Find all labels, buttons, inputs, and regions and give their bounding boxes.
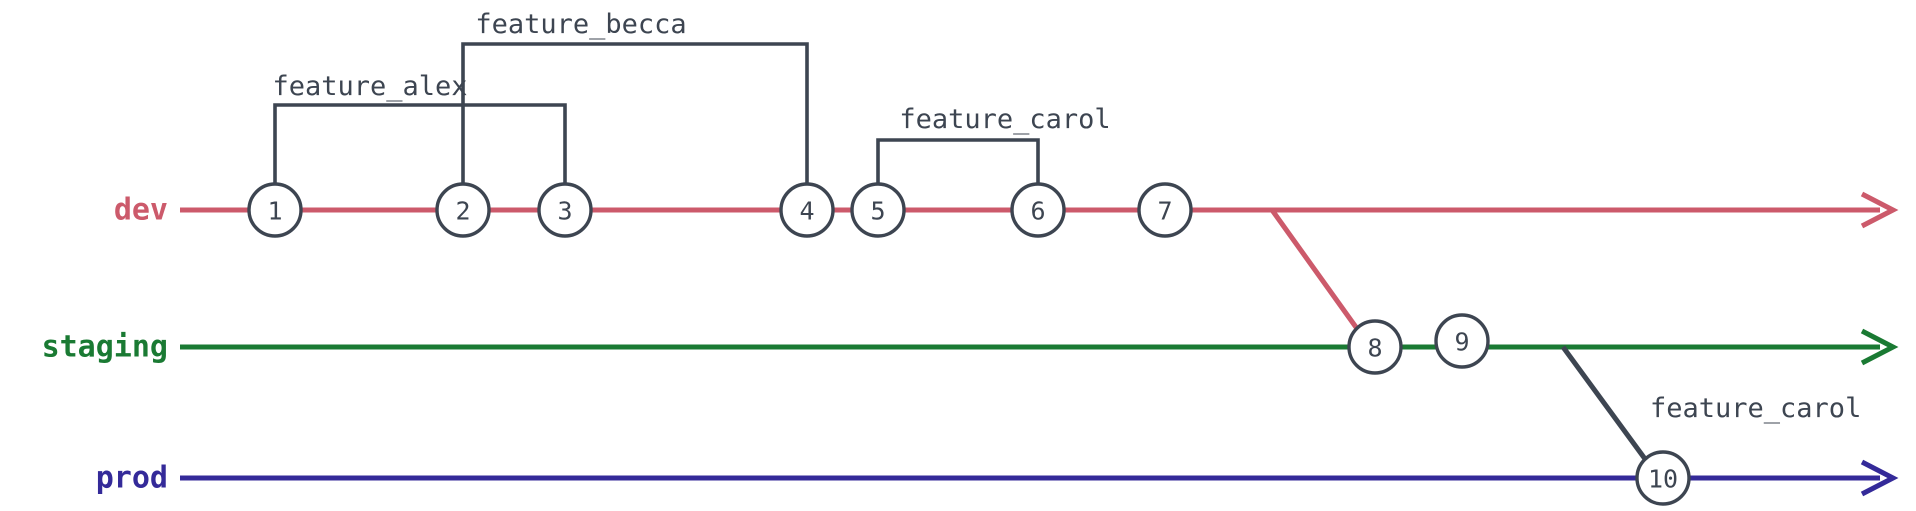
- commit-circle-8[interactable]: [1347, 319, 1403, 375]
- commit-circle-10[interactable]: [1635, 450, 1691, 506]
- commit-circle-6[interactable]: [1010, 182, 1066, 238]
- commit-node[interactable]: 1: [247, 182, 303, 238]
- commit-nodes-prod: 10: [1635, 450, 1691, 506]
- commit-node[interactable]: 10: [1635, 450, 1691, 506]
- commit-label-3: 3: [557, 197, 572, 226]
- commit-circle-4[interactable]: [779, 182, 835, 238]
- branch-labels-group: dev staging prod: [42, 193, 168, 496]
- commit-nodes-dev: 1 2 3 4 5 6 7: [247, 182, 1193, 238]
- commit-circle-2[interactable]: [435, 182, 491, 238]
- branch-label-dev: dev: [114, 193, 168, 228]
- merge-lines-group: [1269, 208, 1651, 465]
- feature-label-alex: feature_alex: [272, 71, 467, 102]
- commit-node[interactable]: 9: [1434, 313, 1490, 369]
- merge-line-staging-to-prod: [1560, 345, 1651, 465]
- branch-arrow-prod: [1860, 459, 1899, 497]
- commit-label-10: 10: [1648, 465, 1678, 494]
- branch-arrow-staging: [1860, 328, 1899, 366]
- commit-label-4: 4: [799, 197, 814, 226]
- commit-label-6: 6: [1030, 197, 1045, 226]
- branch-label-prod: prod: [96, 461, 168, 496]
- commit-label-9: 9: [1454, 328, 1469, 357]
- commit-label-5: 5: [870, 197, 885, 226]
- merge-line-dev-to-staging: [1269, 208, 1361, 332]
- commit-nodes-staging: 8 9: [1347, 313, 1490, 375]
- commit-node[interactable]: 5: [850, 182, 906, 238]
- feature-brackets-group: [273, 42, 1040, 190]
- commit-circle-9[interactable]: [1434, 313, 1490, 369]
- commit-node[interactable]: 8: [1347, 319, 1403, 375]
- feature-bracket-carol: [876, 138, 1040, 190]
- commit-label-8: 8: [1367, 334, 1382, 363]
- commit-circle-1[interactable]: [247, 182, 303, 238]
- commit-node[interactable]: 6: [1010, 182, 1066, 238]
- commit-label-1: 1: [267, 197, 282, 226]
- feature-bracket-becca: [461, 42, 809, 190]
- commit-circle-3[interactable]: [537, 182, 593, 238]
- feature-label-becca: feature_becca: [475, 9, 686, 40]
- commit-node[interactable]: 7: [1137, 182, 1193, 238]
- feature-labels-group: feature_alex feature_becca feature_carol…: [272, 9, 1861, 424]
- branch-label-staging: staging: [42, 330, 168, 365]
- branch-arrow-dev: [1860, 191, 1899, 229]
- merge-label-feature-carol: feature_carol: [1650, 393, 1861, 424]
- commit-node[interactable]: 3: [537, 182, 593, 238]
- commit-label-7: 7: [1157, 197, 1172, 226]
- commit-node[interactable]: 2: [435, 182, 491, 238]
- commit-circle-5[interactable]: [850, 182, 906, 238]
- commit-label-2: 2: [455, 197, 470, 226]
- feature-label-carol: feature_carol: [899, 104, 1110, 135]
- commit-node[interactable]: 4: [779, 182, 835, 238]
- commit-circle-7[interactable]: [1137, 182, 1193, 238]
- feature-bracket-alex: [273, 103, 567, 190]
